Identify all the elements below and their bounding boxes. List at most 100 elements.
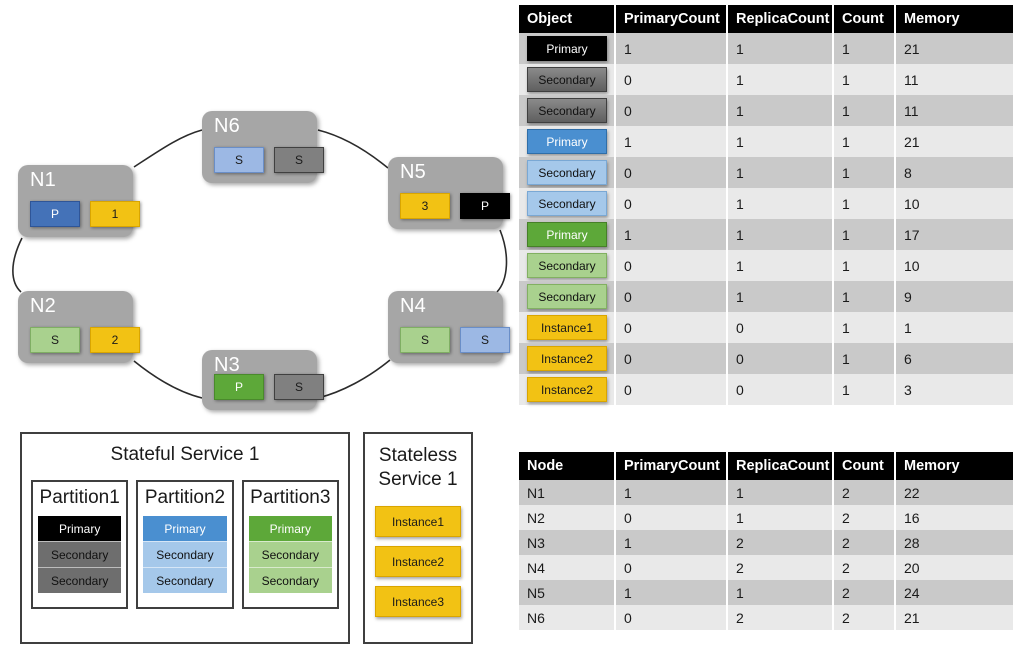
ring-node-slot[interactable]: 3	[400, 193, 450, 219]
object-badge[interactable]: Secondary	[527, 160, 607, 185]
object-badge[interactable]: Secondary	[527, 67, 607, 92]
ring-node-slot[interactable]: 1	[90, 201, 140, 227]
replicacount-cell: 0	[727, 312, 834, 343]
ring-node-slot[interactable]: P	[30, 201, 80, 227]
ring-node-slot[interactable]: S	[274, 147, 324, 173]
replica-secondary[interactable]: Secondary	[248, 541, 332, 567]
primarycount-cell: 1	[615, 580, 728, 605]
replicacount-cell: 1	[727, 157, 834, 188]
instance-instance2[interactable]: Instance2	[375, 546, 461, 577]
primarycount-cell: 0	[615, 605, 728, 630]
ring-node-slot[interactable]: P	[214, 374, 264, 400]
count-cell: 1	[833, 281, 896, 312]
node-table: Node PrimaryCount ReplicaCount Count Mem…	[519, 452, 1013, 630]
primarycount-cell: 0	[615, 64, 728, 95]
partition-title: Partition2	[144, 487, 226, 508]
count-cell: 1	[833, 157, 896, 188]
ring-node-slot[interactable]: P	[460, 193, 510, 219]
replica-secondary[interactable]: Secondary	[143, 567, 227, 593]
replica-primary[interactable]: Primary	[248, 516, 332, 541]
count-cell: 1	[833, 126, 896, 157]
ring-node-slot[interactable]: S	[274, 374, 324, 400]
instance-instance1[interactable]: Instance1	[375, 506, 461, 537]
memory-cell: 10	[895, 250, 1013, 281]
replica-secondary[interactable]: Secondary	[38, 567, 122, 593]
link-n6-n5	[317, 129, 389, 169]
count-cell: 2	[833, 555, 896, 580]
replica-secondary[interactable]: Secondary	[248, 567, 332, 593]
object-badge[interactable]: Primary	[527, 222, 607, 247]
ring-node-slot[interactable]: S	[214, 147, 264, 173]
memory-cell: 11	[895, 95, 1013, 126]
link-n1-n6	[133, 129, 203, 168]
object-badge[interactable]: Primary	[527, 36, 607, 61]
ring-node-slot[interactable]: S	[30, 327, 80, 353]
object-cell: Primary	[519, 126, 616, 157]
node-cell: N3	[519, 530, 616, 555]
object-badge[interactable]: Secondary	[527, 253, 607, 278]
primarycount-cell: 0	[615, 343, 728, 374]
memory-cell: 21	[895, 126, 1013, 157]
link-n5-n4	[496, 229, 508, 293]
object-badge[interactable]: Secondary	[527, 191, 607, 216]
ring-node-slot[interactable]: S	[400, 327, 450, 353]
replica-secondary[interactable]: Secondary	[38, 541, 122, 567]
object-badge[interactable]: Instance1	[527, 315, 607, 340]
ring-node-slot[interactable]: S	[460, 327, 510, 353]
object-badge[interactable]: Secondary	[527, 284, 607, 309]
instance-instance3[interactable]: Instance3	[375, 586, 461, 617]
node-cell: N6	[519, 605, 616, 630]
link-n3-n2	[133, 360, 203, 399]
primarycount-cell: 0	[615, 188, 728, 219]
stateful-service-title: Stateful Service 1	[110, 444, 260, 465]
memory-cell: 9	[895, 281, 1013, 312]
object-badge[interactable]: Secondary	[527, 98, 607, 123]
primarycount-cell: 1	[615, 219, 728, 250]
memory-cell: 28	[895, 530, 1013, 555]
replicacount-cell: 1	[727, 33, 834, 64]
replica-secondary[interactable]: Secondary	[143, 541, 227, 567]
ring-node-slot[interactable]: 2	[90, 327, 140, 353]
object-badge[interactable]: Instance2	[527, 346, 607, 371]
count-cell: 2	[833, 580, 896, 605]
object-badge[interactable]: Instance2	[527, 377, 607, 402]
object-badge[interactable]: Primary	[527, 129, 607, 154]
replica-primary[interactable]: Primary	[143, 516, 227, 541]
object-cell: Secondary	[519, 250, 616, 281]
replica-primary[interactable]: Primary	[38, 516, 122, 541]
node-col-count: Count	[833, 452, 896, 480]
link-n2-n1	[12, 237, 23, 293]
